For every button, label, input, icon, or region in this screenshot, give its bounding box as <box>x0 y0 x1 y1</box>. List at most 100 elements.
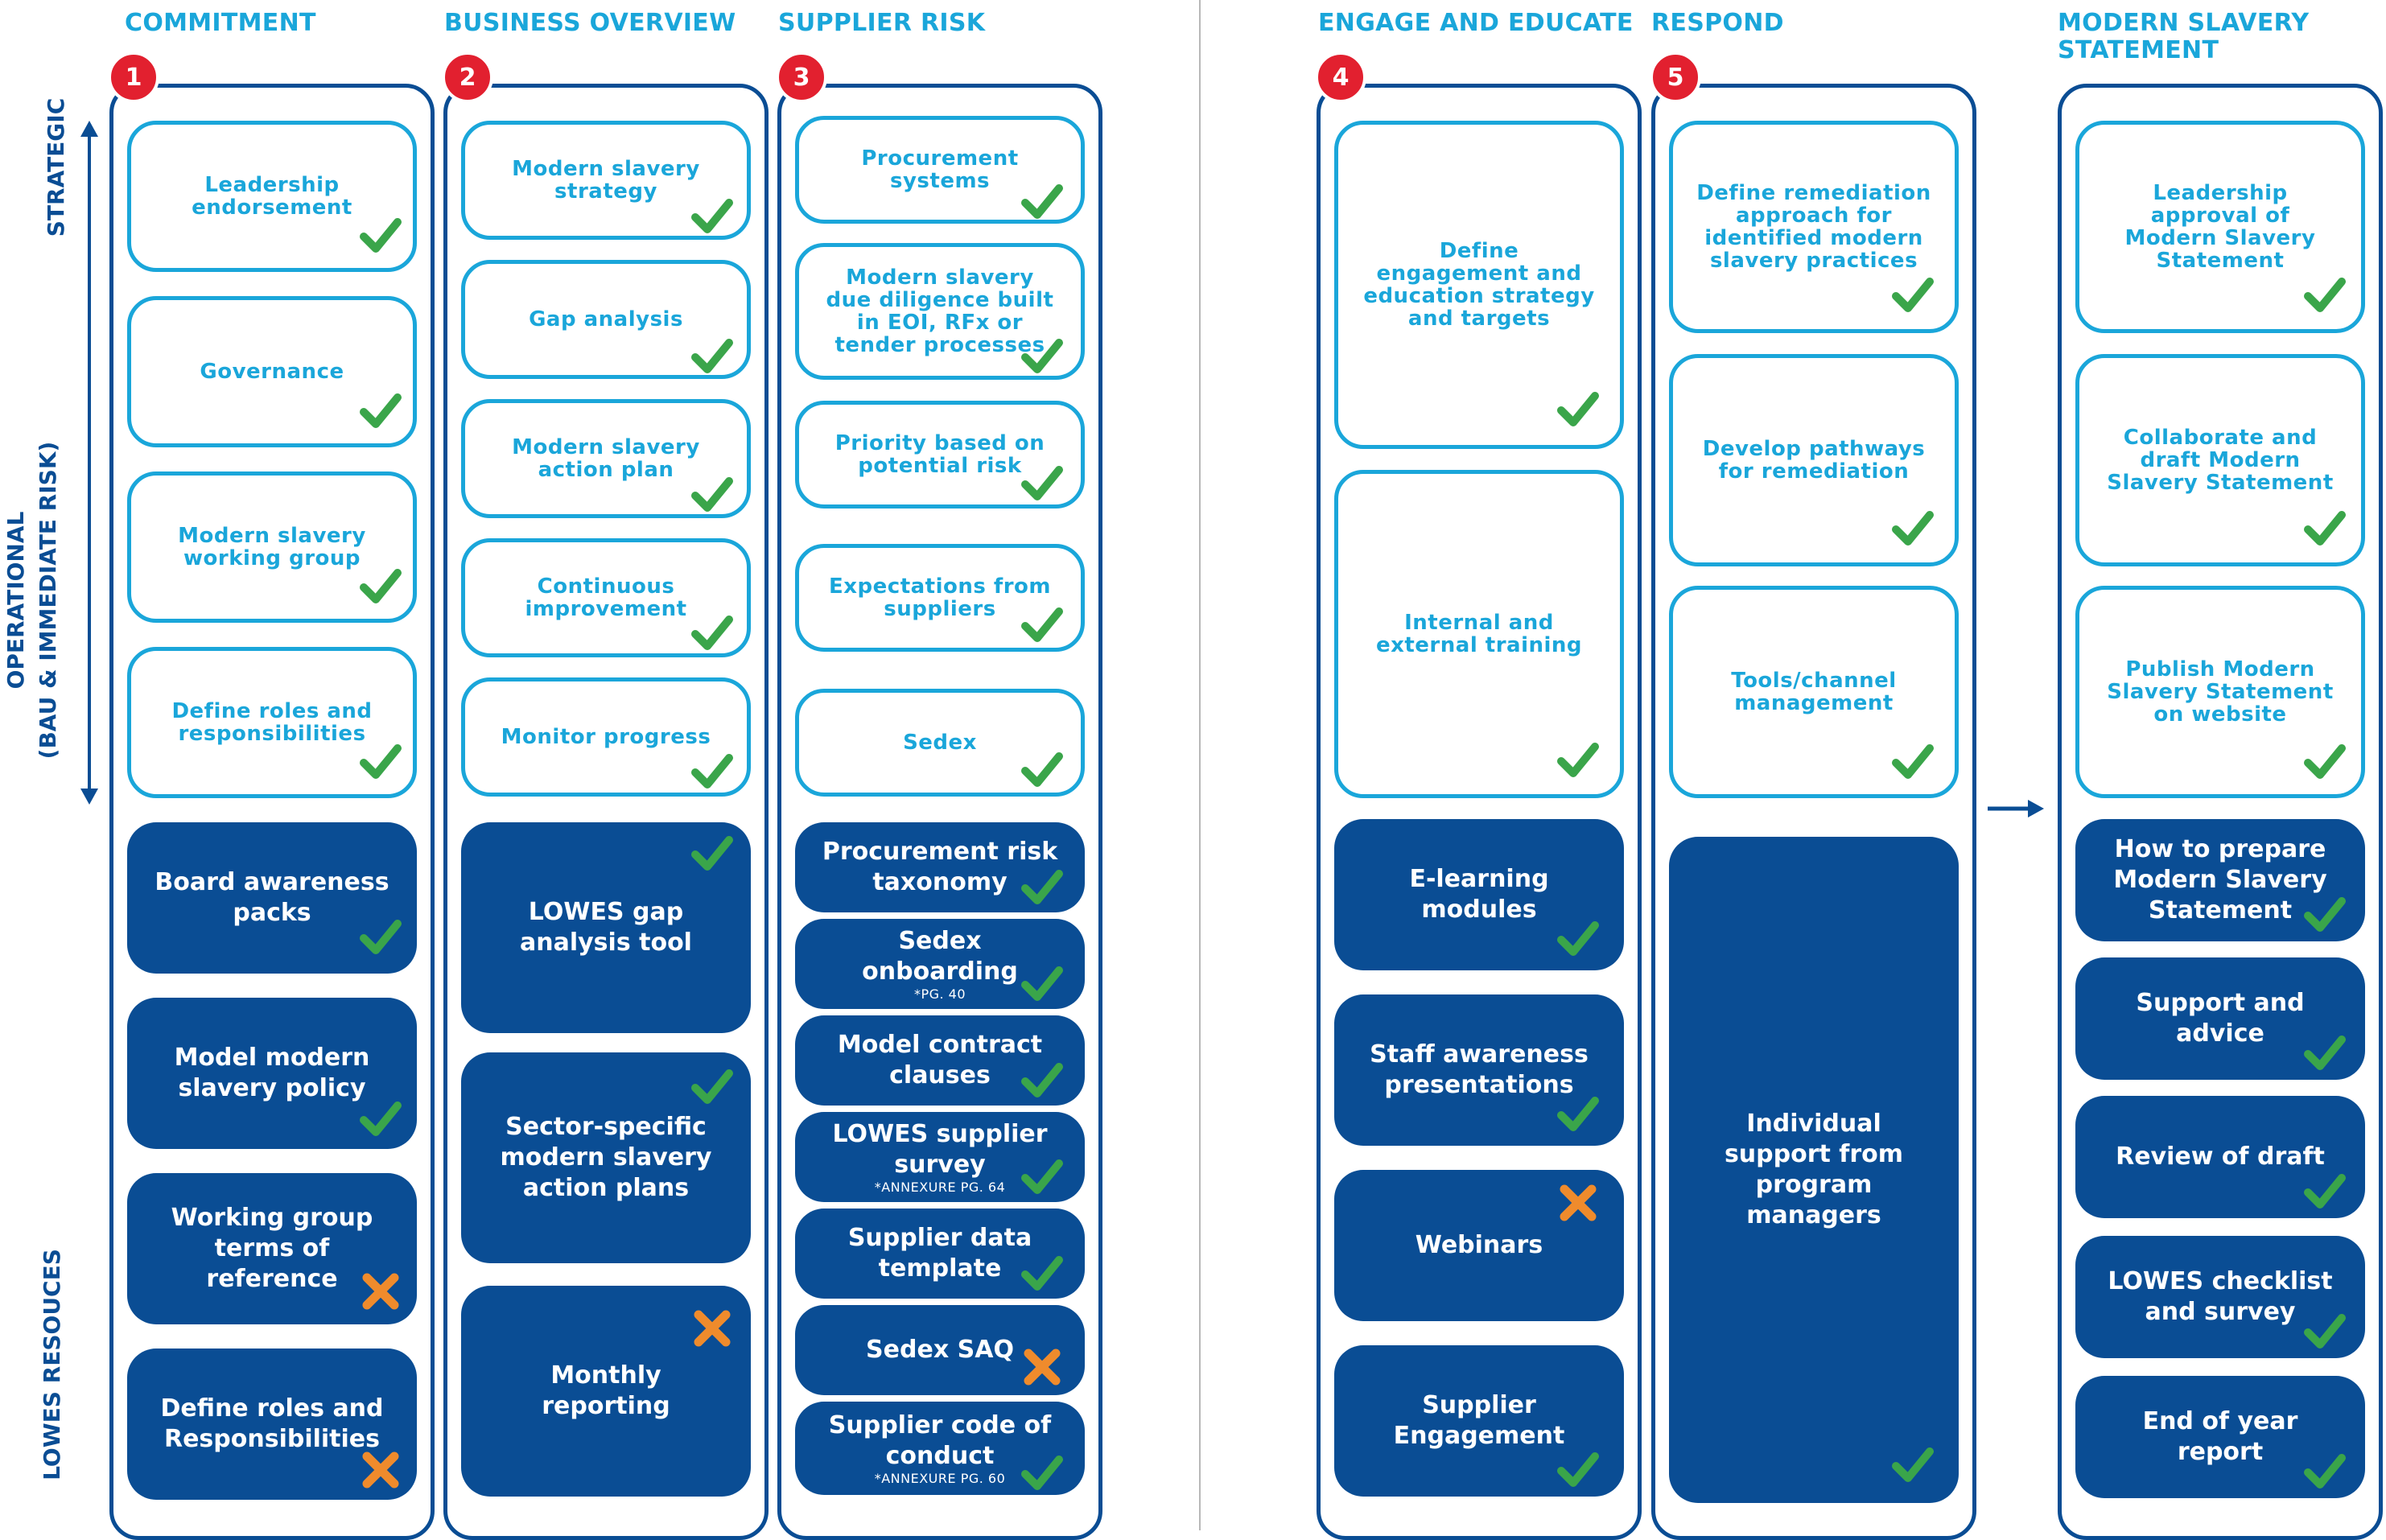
side-label-operational-sub: (BAU & IMMEDIATE RISK) <box>35 441 61 760</box>
engage-item: Internal and external training <box>1334 470 1624 798</box>
check-icon <box>2304 897 2346 932</box>
step-badge-2: 2 <box>442 51 493 103</box>
check-icon <box>2304 1174 2346 1209</box>
item-label: Define engagement and education strategy… <box>1363 239 1595 331</box>
header-business-overview: BUSINESS OVERVIEW <box>444 9 736 37</box>
check-icon <box>1021 752 1063 787</box>
item-label: Modern slavery due diligence built in EO… <box>826 266 1054 357</box>
side-label-operational: OPERATIONAL <box>2 511 29 690</box>
item-label: Collaborate and draft Modern Slavery Sta… <box>2107 426 2334 495</box>
item-label: Develop pathways for remediation <box>1702 437 1926 484</box>
item-label: Sedex <box>903 731 977 755</box>
resource-label: Board awareness packs <box>155 868 389 927</box>
check-icon <box>1021 607 1063 642</box>
check-icon <box>2304 1454 2346 1489</box>
check-icon <box>1557 743 1599 777</box>
check-icon <box>1021 184 1063 219</box>
check-icon <box>1021 1063 1063 1097</box>
cross-icon <box>1560 1184 1597 1221</box>
header-commitment: COMMITMENT <box>125 9 316 37</box>
resource-label: Supplier code of conduct <box>828 1411 1052 1470</box>
check-icon <box>360 393 402 428</box>
respond-resource: Individual support from program managers <box>1669 837 1959 1503</box>
resource-label: LOWES checklist and survey <box>2108 1267 2333 1326</box>
resource-label: Staff awareness presentations <box>1370 1040 1589 1099</box>
item-label: Leadership endorsement <box>192 173 352 220</box>
header-statement-line2: STATEMENT <box>2058 36 2219 64</box>
statement-resource: Review of draft <box>2075 1096 2365 1218</box>
statement-item: Collaborate and draft Modern Slavery Sta… <box>2075 354 2365 566</box>
resource-label: Sector-specific modern slavery action pl… <box>500 1113 712 1202</box>
side-label-resources: LOWES RESOUCES <box>39 1249 65 1480</box>
check-icon <box>360 569 402 603</box>
item-label: Leadership approval of Modern Slavery St… <box>2124 181 2316 273</box>
header-statement-line1: MODERN SLAVERY <box>2058 9 2310 37</box>
resource-label: Individual support from program managers <box>1724 1110 1904 1229</box>
supplier-item: Expectations from suppliers <box>795 544 1085 652</box>
check-icon <box>691 754 733 789</box>
check-icon <box>2304 744 2346 779</box>
resource-label: Support and advice <box>2136 989 2305 1048</box>
resource-label: Sedex SAQ <box>866 1336 1014 1364</box>
check-icon <box>1021 1456 1063 1490</box>
item-label: Define roles and responsibilities <box>171 699 373 746</box>
check-icon <box>2304 1314 2346 1349</box>
business-resource: LOWES gap analysis tool <box>461 822 751 1033</box>
resource-label: E-learning modules <box>1409 865 1549 924</box>
commitment-resource: Define roles and Responsibilities <box>127 1349 417 1500</box>
check-icon <box>1557 921 1599 956</box>
respond-item: Tools/channel management <box>1669 586 1959 798</box>
resource-label: Working group terms of reference <box>171 1204 373 1293</box>
statement-item: Publish Modern Slavery Statement on webs… <box>2075 586 2365 798</box>
check-icon <box>691 1069 733 1104</box>
resource-label: Define roles and Responsibilities <box>160 1394 384 1453</box>
item-label: Modern slavery strategy <box>512 157 700 204</box>
item-label: Modern slavery working group <box>178 524 366 570</box>
business-resource: Sector-specific modern slavery action pl… <box>461 1052 751 1263</box>
item-label: Tools/channel management <box>1731 669 1897 715</box>
respond-item: Define remediation approach for identifi… <box>1669 121 1959 333</box>
respond-item: Develop pathways for remediation <box>1669 354 1959 566</box>
statement-item: Leadership approval of Modern Slavery St… <box>2075 121 2365 333</box>
resource-label: Supplier Engagement <box>1393 1391 1565 1450</box>
check-icon <box>1892 744 1934 779</box>
check-icon <box>1892 511 1934 546</box>
supplier-resource: LOWES supplier survey*ANNEXURE PG. 64 <box>795 1112 1085 1202</box>
resource-label: Model modern slavery policy <box>174 1044 370 1102</box>
item-label: Gap analysis <box>529 307 683 331</box>
item-label: Priority based on potential risk <box>834 431 1045 478</box>
cross-icon <box>694 1310 731 1347</box>
supplier-resource: Supplier code of conduct*ANNEXURE PG. 60 <box>795 1402 1085 1495</box>
engage-resource: Supplier Engagement <box>1334 1345 1624 1497</box>
check-icon <box>1021 466 1063 500</box>
resource-label: Webinars <box>1415 1231 1543 1259</box>
step-badge-1: 1 <box>108 51 159 103</box>
resource-label: Sedex onboarding <box>862 927 1018 986</box>
check-icon <box>1021 1159 1063 1194</box>
check-icon <box>691 616 733 650</box>
cross-icon <box>362 1451 399 1489</box>
item-label: Internal and external training <box>1375 611 1583 657</box>
resource-label: Supplier data template <box>847 1224 1032 1283</box>
step-badge-4: 4 <box>1315 51 1366 103</box>
check-icon <box>691 477 733 512</box>
step-badge-5: 5 <box>1650 51 1701 103</box>
check-icon <box>1021 870 1063 904</box>
cross-icon <box>362 1273 399 1310</box>
check-icon <box>1892 278 1934 312</box>
resource-label: LOWES gap analysis tool <box>520 898 692 957</box>
strategic-operational-arrow <box>80 121 98 805</box>
check-icon <box>691 339 733 373</box>
resource-note: *ANNEXURE PG. 64 <box>874 1180 1006 1195</box>
check-icon <box>2304 278 2346 312</box>
item-label: Procurement systems <box>861 146 1019 193</box>
check-icon <box>360 744 402 779</box>
resource-note: *ANNEXURE PG. 60 <box>874 1471 1006 1486</box>
resource-note: *PG. 40 <box>913 986 966 1002</box>
check-icon <box>360 1101 402 1136</box>
check-icon <box>1557 392 1599 426</box>
resource-label: Monthly reporting <box>542 1361 670 1420</box>
check-icon <box>691 199 733 233</box>
resource-label: Model contract clauses <box>837 1031 1043 1089</box>
check-icon <box>2304 511 2346 546</box>
